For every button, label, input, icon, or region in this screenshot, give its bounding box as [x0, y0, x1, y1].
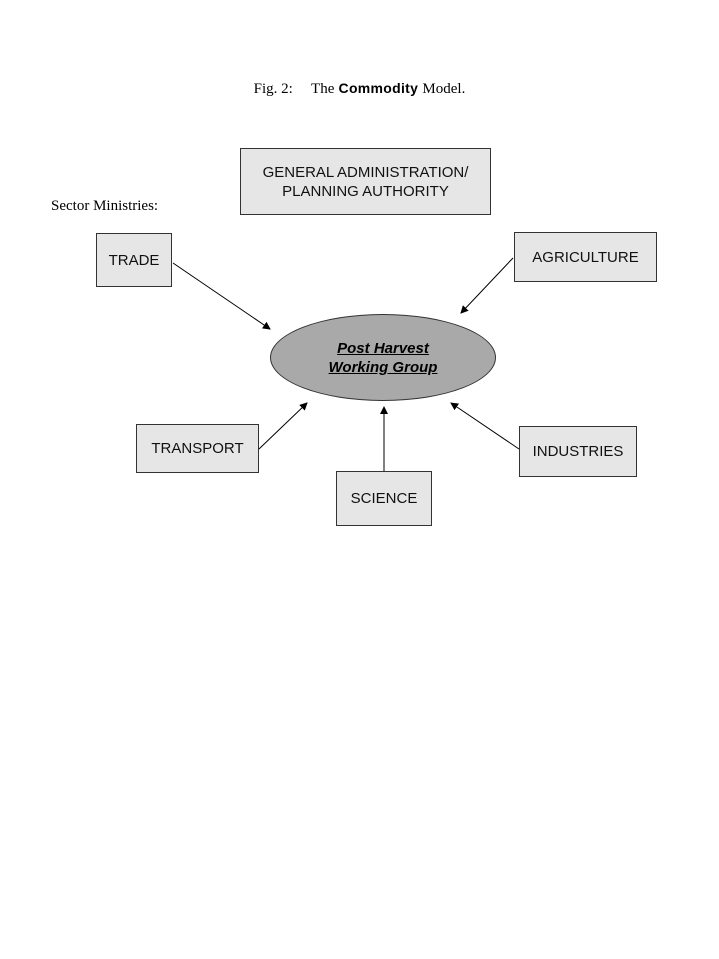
- trade-arrow: [172, 262, 271, 330]
- agriculture-label: AGRICULTURE: [532, 248, 639, 266]
- industries-arrow: [450, 402, 520, 450]
- trade-box: TRADE: [96, 233, 172, 287]
- agriculture-arrow: [460, 257, 514, 314]
- caption-suffix: Model.: [422, 81, 466, 97]
- industries-box: INDUSTRIES: [519, 426, 637, 477]
- agriculture-box: AGRICULTURE: [514, 232, 657, 282]
- admin-box-line-1: GENERAL ADMINISTRATION/: [262, 163, 469, 181]
- transport-box: TRANSPORT: [136, 424, 259, 473]
- figure-label: Fig. 2:: [253, 81, 293, 97]
- sector-ministries-label: Sector Ministries:: [51, 198, 159, 214]
- general-administration-box: GENERAL ADMINISTRATION/ PLANNING AUTHORI…: [240, 148, 491, 215]
- figure-caption: Fig. 2: The Commodity Model.: [0, 79, 719, 98]
- center-line-1: Post Harvest: [337, 339, 429, 357]
- center-line-2: Working Group: [328, 358, 438, 376]
- transport-arrow: [258, 402, 308, 450]
- transport-label: TRANSPORT: [151, 440, 244, 457]
- post-harvest-working-group-ellipse: Post Harvest Working Group: [270, 314, 496, 401]
- trade-label: TRADE: [108, 251, 160, 269]
- science-label: SCIENCE: [350, 490, 418, 507]
- caption-prefix: The: [311, 81, 335, 97]
- industries-label: INDUSTRIES: [532, 443, 624, 460]
- admin-box-line-2: PLANNING AUTHORITY: [282, 182, 449, 200]
- caption-emphasis: Commodity: [338, 80, 419, 96]
- science-box: SCIENCE: [336, 471, 432, 526]
